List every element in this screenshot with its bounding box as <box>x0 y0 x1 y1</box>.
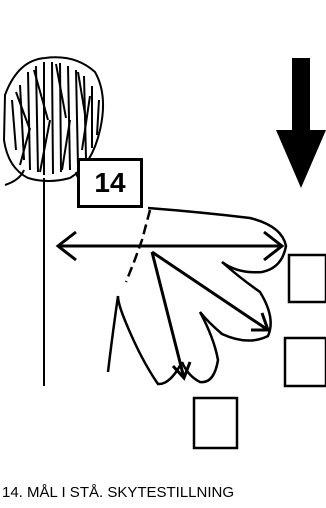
arm-outlines <box>106 206 288 386</box>
figure-number-box: 14 <box>77 158 143 208</box>
shoulder-dash-line <box>124 209 152 283</box>
left-shoulder <box>4 169 25 186</box>
figure-caption: 14. MÅL I STÅ. SKYTESTILLNING <box>2 484 235 501</box>
target-box-middle <box>283 336 326 388</box>
down-arrow-icon <box>276 58 326 188</box>
head-hair <box>2 56 105 182</box>
target-box-upper <box>287 253 326 304</box>
figure-number: 14 <box>94 167 126 198</box>
target-box-lower <box>192 396 239 450</box>
direction-arrows <box>55 230 285 381</box>
